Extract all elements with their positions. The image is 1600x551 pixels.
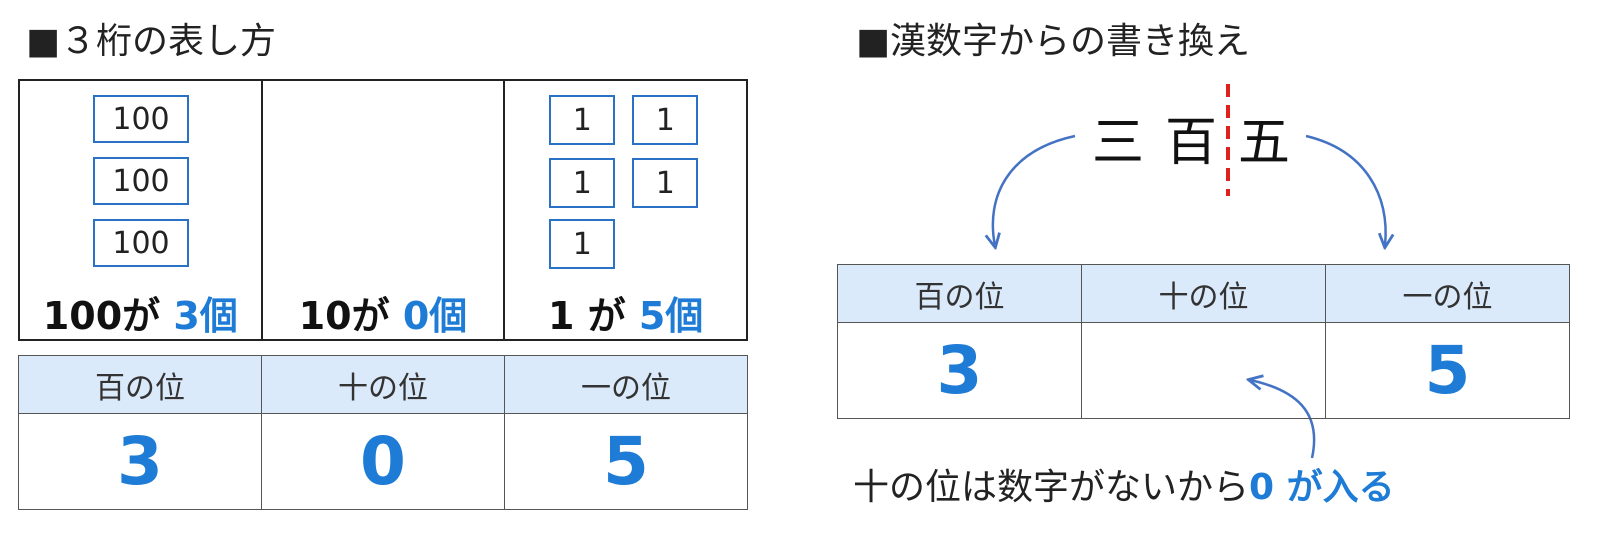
caption-prefix: 100が (42, 294, 174, 338)
block-diagram: 100 100 100 100が 3個 10が 0個 1 1 1 1 1 1 が… (18, 79, 748, 341)
caption-unit: 個 (199, 294, 238, 338)
ones-caption: 1 が 5個 (505, 285, 746, 340)
card-1: 1 (549, 219, 616, 269)
value-ones: 5 (1325, 322, 1570, 419)
card-100: 100 (93, 157, 189, 205)
caption-unit: 個 (665, 294, 704, 338)
value-tens: 0 (261, 413, 505, 510)
value-hundreds: 3 (18, 413, 262, 510)
header-hundreds: 百の位 (837, 264, 1082, 323)
note-highlight: 0 が入る (1249, 467, 1395, 508)
card-1: 1 (632, 95, 699, 145)
caption-prefix: 1 が (547, 294, 639, 338)
left-place-value-table: 百の位 十の位 一の位 3 0 5 (18, 355, 748, 510)
header-ones: 一の位 (1325, 264, 1570, 323)
card-1: 1 (632, 158, 699, 208)
arrow-to-ones (1305, 134, 1386, 246)
note-text: 十の位は数字がないから (853, 467, 1250, 508)
right-place-value-table: 百の位 十の位 一の位 3 5 (837, 264, 1570, 419)
hundreds-caption: 100が 3個 (20, 285, 261, 340)
header-hundreds: 百の位 (18, 355, 262, 414)
card-100: 100 (93, 219, 189, 267)
card-100: 100 (93, 95, 189, 143)
caption-number: 3 (173, 294, 200, 338)
caption-prefix: 10が (298, 294, 403, 338)
header-tens: 十の位 (1081, 264, 1326, 323)
caption-number: 0 (402, 294, 430, 338)
header-ones: 一の位 (504, 355, 748, 414)
left-title: ■３桁の表し方 (26, 21, 277, 62)
value-hundreds: 3 (837, 322, 1082, 419)
kanji-go: 五 (1238, 113, 1291, 173)
value-ones: 5 (504, 413, 748, 510)
ones-column: 1 1 1 1 1 1 が 5個 (505, 81, 746, 339)
hundreds-column: 100 100 100 100が 3個 (20, 81, 263, 339)
caption-number: 5 (638, 294, 666, 338)
header-tens: 十の位 (261, 355, 505, 414)
card-1: 1 (549, 158, 616, 208)
card-1: 1 (549, 95, 616, 145)
explanation-note: 十の位は数字がないから0 が入る (853, 458, 1395, 510)
kanji-hyaku: 百 (1165, 113, 1218, 173)
tens-column: 10が 0個 (263, 81, 506, 339)
tens-caption: 10が 0個 (263, 285, 504, 340)
right-title: ■漢数字からの書き換え (856, 21, 1251, 62)
kanji-san: 三 (1092, 113, 1145, 173)
arrow-to-hundreds (993, 134, 1076, 246)
value-tens (1081, 322, 1326, 419)
caption-unit: 個 (429, 294, 468, 338)
